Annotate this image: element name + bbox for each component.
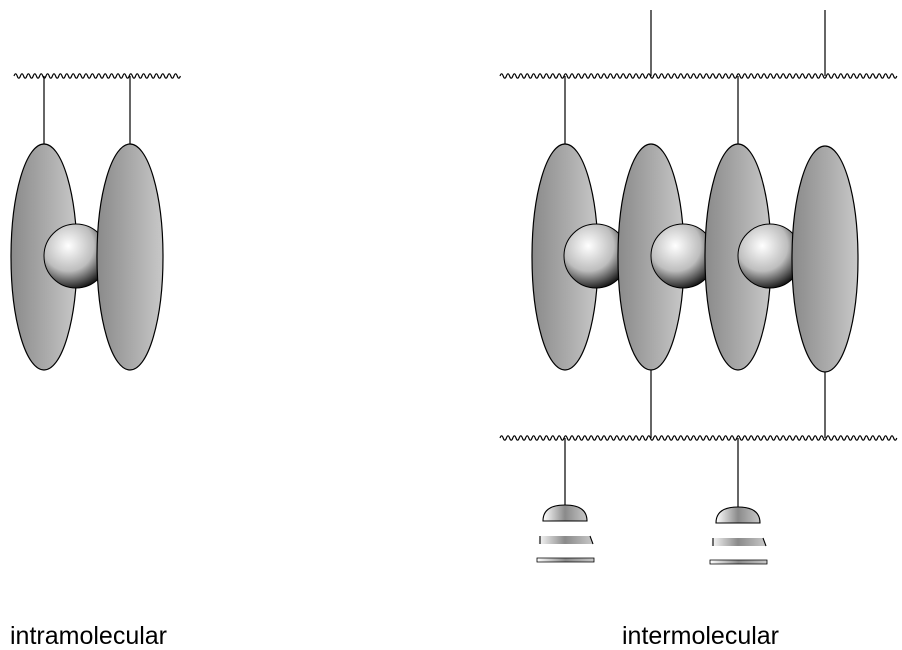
right-disc-4 xyxy=(791,145,859,373)
left-backbone xyxy=(13,73,181,79)
stack-icon xyxy=(709,506,768,565)
caption-intramolecular: intramolecular xyxy=(10,622,168,650)
intramolecular-assembly xyxy=(10,73,181,371)
right-lower-backbone xyxy=(499,435,898,441)
intermolecular-assembly xyxy=(499,10,898,565)
caption-intermolecular: intermolecular xyxy=(622,622,780,650)
right-upper-backbone xyxy=(499,73,898,79)
stack-icon xyxy=(536,504,595,563)
left-disc-2 xyxy=(96,143,164,371)
